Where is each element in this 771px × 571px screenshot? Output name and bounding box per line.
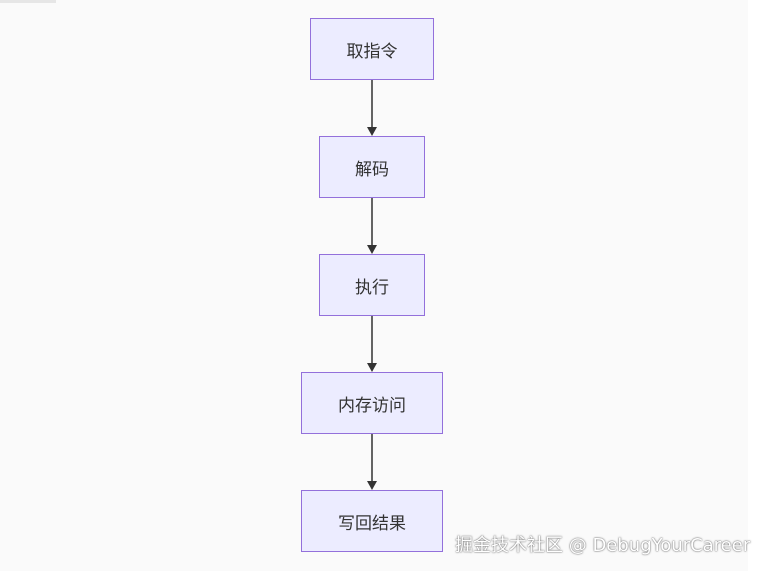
- node-execute: 执行: [319, 254, 425, 316]
- diagram-canvas: 取指令 解码 执行 内存访问 写回结果: [0, 0, 443, 552]
- node-memory-access: 内存访问: [301, 372, 443, 434]
- node-decode: 解码: [319, 136, 425, 198]
- node-fetch-instruction-label: 取指令: [346, 41, 398, 62]
- top-strip: [0, 0, 56, 3]
- edge-execute-to-memory-arrowhead: [367, 363, 377, 372]
- node-decode-label: 解码: [355, 159, 389, 180]
- node-write-back-label: 写回结果: [338, 513, 406, 534]
- edge-memory-to-writeback-arrowhead: [367, 481, 377, 490]
- node-execute-label: 执行: [355, 277, 389, 298]
- edge-decode-to-execute-arrowhead: [367, 245, 377, 254]
- edge-fetch-to-decode-arrowhead: [367, 127, 377, 136]
- watermark: 掘金技术社区 @ DebugYourCareer: [455, 535, 751, 556]
- node-write-back: 写回结果: [301, 490, 443, 552]
- node-fetch-instruction: 取指令: [310, 18, 434, 80]
- node-memory-access-label: 内存访问: [338, 395, 406, 416]
